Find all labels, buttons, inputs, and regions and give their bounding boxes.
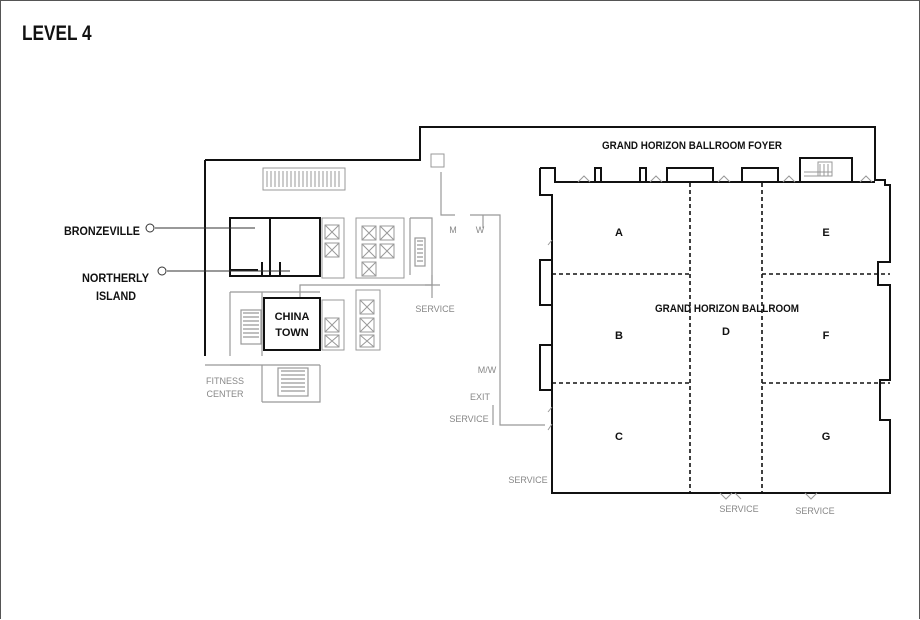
service-label-4: SERVICE — [719, 504, 758, 514]
section-b-label: B — [615, 330, 623, 342]
room-label-town: TOWN — [275, 327, 308, 339]
ballroom-partitions — [552, 183, 890, 493]
meeting-rooms-bronzeville-northerly — [229, 217, 321, 277]
section-e-label: E — [822, 227, 829, 239]
column-box — [430, 153, 445, 168]
room-label-bronzeville: BRONZEVILLE — [64, 224, 140, 238]
restroom-womens-label: W — [476, 225, 485, 235]
restroom-mens-label: M — [449, 225, 457, 235]
section-d-label: D — [722, 326, 730, 338]
room-label-center: CENTER — [206, 389, 244, 399]
door-swings — [547, 175, 873, 500]
room-label-northerly: NORTHERLY — [82, 271, 149, 285]
section-g-label: G — [822, 431, 831, 443]
elevator-banks — [321, 217, 405, 351]
service-label-1: SERVICE — [415, 304, 454, 314]
service-label-3: SERVICE — [508, 475, 547, 485]
ballroom-walls — [539, 157, 891, 494]
section-c-label: C — [615, 431, 623, 443]
exit-label: EXIT — [470, 392, 491, 402]
section-f-label: F — [823, 330, 830, 342]
bronzeville-leader — [145, 223, 290, 276]
room-label-island: ISLAND — [96, 289, 136, 303]
room-label-fitness: FITNESS — [206, 376, 244, 386]
service-corridors — [205, 172, 545, 426]
foyer-label: GRAND HORIZON BALLROOM FOYER — [602, 140, 782, 152]
ballroom-label: GRAND HORIZON BALLROOM — [655, 303, 799, 315]
room-china-town — [263, 297, 321, 351]
level-title: LEVEL 4 — [22, 22, 92, 45]
service-label-2: SERVICE — [449, 414, 488, 424]
west-wing-walls — [204, 126, 876, 356]
room-label-china: CHINA — [275, 311, 310, 323]
section-a-label: A — [615, 227, 623, 239]
foyer-stair — [804, 161, 833, 177]
restroom-mw-label: M/W — [478, 365, 497, 375]
escalator — [262, 167, 346, 191]
service-label-5: SERVICE — [795, 506, 834, 516]
